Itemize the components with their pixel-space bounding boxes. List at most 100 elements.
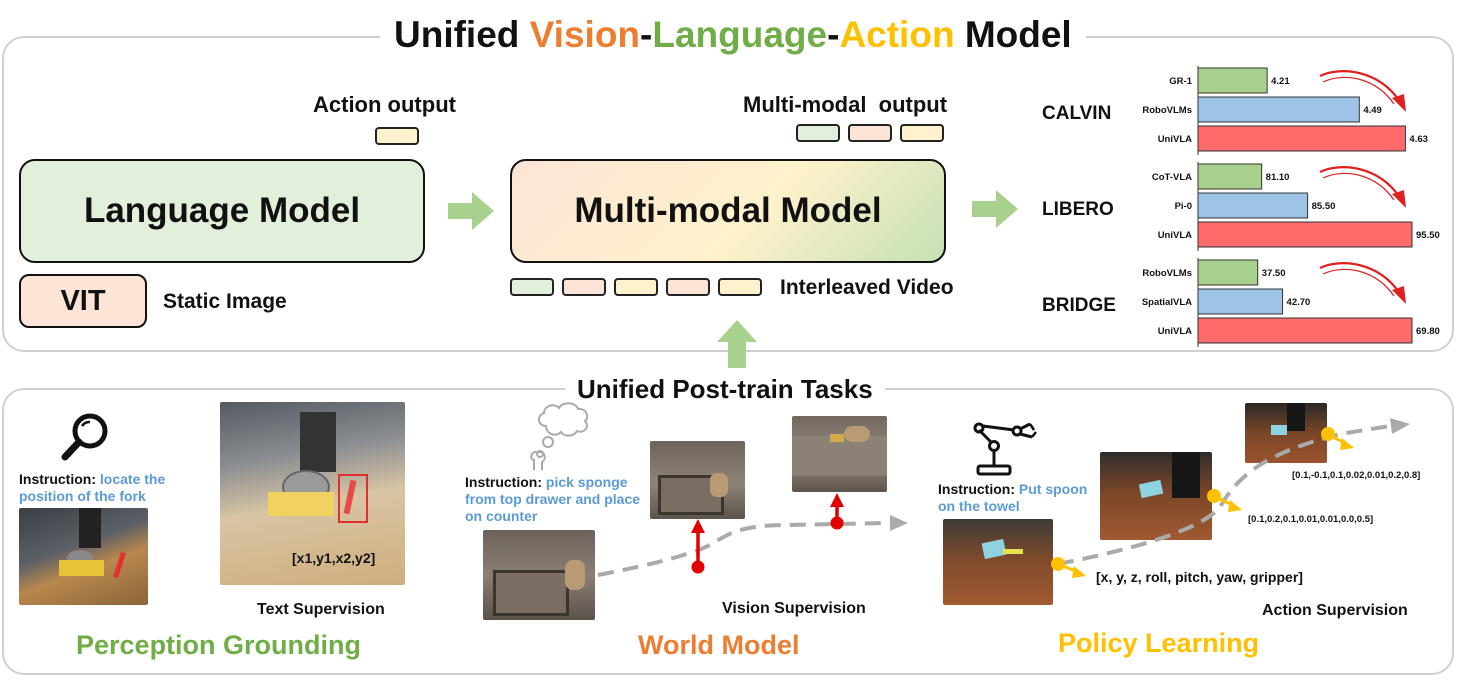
chart-bar <box>1197 317 1413 344</box>
trend-arrow-icon <box>1322 172 1395 201</box>
instruction-label: Instruction: <box>938 481 1015 497</box>
chart-title: CALVIN <box>1042 103 1111 124</box>
world-title: World Model <box>638 630 800 660</box>
tasks-title: Unified Post-train Tasks <box>565 374 885 405</box>
world-frame-image <box>650 441 745 519</box>
robot-hand <box>565 560 585 590</box>
bbox-label: [x1,y1,x2,y2] <box>292 550 376 566</box>
trend-arrow-icon <box>1319 70 1401 103</box>
category-label: CoT-VLA <box>1152 172 1192 183</box>
data-label: 4.63 <box>1409 134 1428 145</box>
data-label: 4.21 <box>1271 76 1290 87</box>
instruction-text: locate the position of the fork <box>19 471 166 504</box>
data-label: 69.80 <box>1416 326 1440 337</box>
main-title: Unified Vision-Language-Action Model <box>380 14 1086 56</box>
up-arrow-icon <box>717 320 757 368</box>
perception-scene-image <box>19 508 148 605</box>
world-instruction: Instruction: pick sponge from top drawer… <box>465 474 645 525</box>
trend-arrow-icon <box>1392 286 1406 304</box>
robot-gripper <box>1172 452 1200 498</box>
vit-label: VIT <box>60 284 106 317</box>
action-format-label: [x, y, z, roll, pitch, yaw, gripper] <box>1096 569 1303 585</box>
policy-trajectory <box>1051 418 1410 578</box>
trend-arrow-icon <box>1319 262 1401 295</box>
multimodal-model-label: Multi-modal Model <box>574 191 882 230</box>
world-scene-image <box>483 530 595 620</box>
action-vector-label: [0.1,-0.1,0.1,0.02,0.01,0.2,0.8] <box>1292 470 1421 481</box>
main-title-part: Unified <box>394 14 530 55</box>
robot-arm <box>300 412 336 472</box>
action-supervision-label: Action Supervision <box>1262 602 1408 619</box>
instruction-label: Instruction: <box>19 471 96 487</box>
trend-arrow-icon <box>1319 166 1401 199</box>
drawer <box>493 570 569 616</box>
instruction-text: pick sponge from top drawer and place on… <box>465 474 641 524</box>
perception-grounding-image <box>220 402 405 585</box>
chart-bar <box>1197 288 1284 315</box>
policy-instruction: Instruction: Put spoon on the towel <box>938 481 1088 515</box>
data-label: 85.50 <box>1312 201 1336 212</box>
output-token <box>848 124 892 142</box>
instruction-text: Put spoon on the towel <box>938 481 1088 514</box>
magnifier-icon <box>61 413 108 461</box>
multimodal-output-label: Multi-modal output <box>743 92 948 117</box>
yellow-mat <box>59 560 104 576</box>
trend-arrow-icon <box>1322 76 1395 105</box>
data-label: 37.50 <box>1262 268 1286 279</box>
world-frame-image <box>792 416 887 492</box>
chart-bar <box>1197 163 1263 190</box>
right-arrow-icon <box>448 192 494 230</box>
multimodal-model-box: Multi-modal Model <box>510 159 946 263</box>
output-token <box>900 124 944 142</box>
category-label: Pi-0 <box>1175 201 1192 212</box>
main-title-part: Model <box>954 14 1072 55</box>
category-label: RoboVLMs <box>1142 268 1192 279</box>
robot-gripper <box>1287 403 1305 431</box>
spoon <box>1003 549 1023 554</box>
world-trajectory <box>597 493 908 577</box>
main-title-part: Action <box>839 14 955 55</box>
chart-bar <box>1197 125 1406 152</box>
action-output-label: Action output <box>313 92 456 117</box>
language-model-label: Language Model <box>83 191 361 230</box>
video-token <box>510 278 554 296</box>
trend-arrow-icon <box>1392 190 1406 208</box>
perception-title: Perception Grounding <box>76 630 362 660</box>
right-arrow-icon <box>972 190 1018 228</box>
chart-bar <box>1197 259 1259 286</box>
chart-title: BRIDGE <box>1042 295 1116 316</box>
perception-instruction: Instruction: locate the position of the … <box>19 471 189 505</box>
main-title-part: - <box>640 14 653 55</box>
instruction-label: Instruction: <box>465 474 542 490</box>
category-label: RoboVLMs <box>1142 105 1192 116</box>
category-label: UniVLA <box>1158 326 1192 337</box>
action-vector-label: [0.1,0.2,0.1,0.01,0.01,0.0,0.5] <box>1248 514 1374 525</box>
counter <box>792 436 887 476</box>
chart-bar <box>1197 67 1268 94</box>
data-label: 4.49 <box>1363 105 1382 116</box>
fork-bbox <box>338 474 368 523</box>
category-label: SpatialVLA <box>1142 297 1192 308</box>
policy-frame-image <box>1100 452 1212 540</box>
trend-arrow-icon <box>1322 268 1395 297</box>
category-label: UniVLA <box>1158 134 1192 145</box>
sponge <box>830 434 844 442</box>
interleaved-video-label: Interleaved Video <box>780 276 954 299</box>
chart-bar <box>1197 96 1360 123</box>
robot-gripper <box>79 508 101 548</box>
main-title-part: Language <box>652 14 828 55</box>
video-token <box>562 278 606 296</box>
static-image-label: Static Image <box>163 290 287 313</box>
language-model-box: Language Model <box>19 159 425 263</box>
data-label: 42.70 <box>1287 297 1311 308</box>
trend-arrow-icon <box>1392 94 1406 112</box>
main-title-part: - <box>827 14 840 55</box>
yellow-mat <box>268 492 334 516</box>
category-label: GR-1 <box>1169 76 1192 87</box>
robot-hand <box>844 426 870 442</box>
fork <box>113 551 126 579</box>
vision-supervision-label: Vision Supervision <box>722 600 866 617</box>
text-supervision-label: Text Supervision <box>257 601 385 618</box>
video-token <box>666 278 710 296</box>
policy-title: Policy Learning <box>1058 628 1260 658</box>
